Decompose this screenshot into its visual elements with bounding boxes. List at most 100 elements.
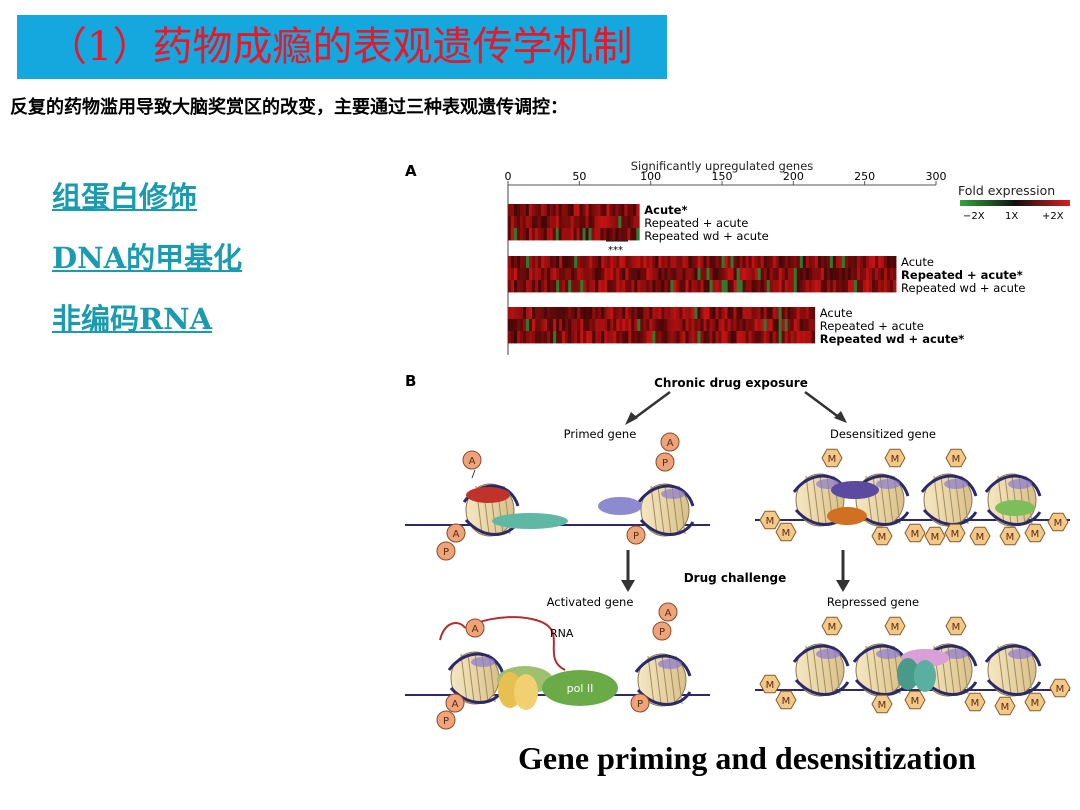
- heatmap-cell: [766, 331, 771, 344]
- heatmap-cell: [564, 216, 569, 229]
- heatmap-cell: [793, 319, 798, 332]
- heatmap-cell: [739, 331, 743, 344]
- heatmap-cell: [754, 268, 759, 281]
- heatmap-cell: [769, 280, 774, 293]
- heatmap-cell: [585, 216, 589, 229]
- heatmap-cell: [844, 280, 849, 293]
- heatmap-cell: [520, 319, 524, 332]
- heatmap-cell: [519, 216, 524, 229]
- heatmap-cell: [805, 319, 810, 332]
- heatmap-cell: [526, 268, 530, 281]
- nucleosome-stripe: [460, 653, 468, 703]
- nucleosome-stripe: [933, 475, 941, 525]
- heatmap-cell: [630, 216, 634, 229]
- heatmap-cell: [793, 307, 798, 320]
- heatmap-cell: [573, 204, 578, 217]
- heatmap-cell: [760, 256, 765, 269]
- heatmap-cell: [763, 307, 768, 320]
- phospho-mark: [630, 693, 650, 713]
- heatmap-cell: [682, 319, 686, 332]
- heatmap-cell: [574, 268, 578, 281]
- heatmap-cell: [802, 331, 807, 344]
- heatmap-cell: [850, 268, 855, 281]
- heatmap-cell: [712, 319, 716, 332]
- heatmap-cell: [616, 319, 620, 332]
- heatmap-cell: [887, 280, 891, 293]
- heatmap-cell: [766, 307, 771, 320]
- heatmap-cell: [760, 268, 765, 281]
- heatmap-cell: [508, 216, 512, 229]
- heatmap-cell: [630, 204, 634, 217]
- heatmap-cell: [579, 228, 583, 241]
- nucleosome-stripe: [872, 475, 880, 525]
- heatmap-cell: [597, 204, 601, 217]
- heatmap-cell: [633, 204, 637, 217]
- heatmap-cell: [606, 228, 610, 241]
- heatmap-cell: [748, 331, 752, 344]
- heatmap-cell: [565, 319, 569, 332]
- heatmap-cell: [808, 331, 813, 344]
- row-label: Repeated wd + acute: [644, 229, 768, 243]
- heatmap-cell: [712, 256, 716, 269]
- heatmap-cell: [793, 331, 798, 344]
- heatmap-cell: [823, 280, 828, 293]
- heatmap-cell: [793, 268, 798, 281]
- link-histone-modification[interactable]: 组蛋白修饰: [52, 180, 198, 214]
- link-dna-methylation[interactable]: DNA的甲基化: [52, 241, 243, 275]
- heatmap-cell: [567, 204, 572, 217]
- heatmap-cell: [724, 280, 728, 293]
- heatmap-cell: [616, 307, 620, 320]
- heatmap-cell: [528, 228, 533, 241]
- heatmap-cell: [874, 280, 879, 293]
- heatmap-cell: [568, 280, 572, 293]
- topic-links: 组蛋白修饰 DNA的甲基化 非编码RNA: [52, 180, 242, 363]
- heatmap-cell: [610, 331, 614, 344]
- heatmap-cell: [556, 331, 560, 344]
- mark-label: M: [878, 700, 887, 711]
- heatmap-cell: [790, 280, 795, 293]
- heatmap-cell: [610, 268, 614, 281]
- heatmap-cell: [661, 256, 665, 269]
- heatmap-cell: [682, 307, 686, 320]
- heatmap-cell: [649, 280, 653, 293]
- heatmap-cell: [733, 331, 737, 344]
- heatmap-cell: [612, 216, 616, 229]
- heatmap-cell: [658, 331, 662, 344]
- heatmap-cell: [616, 280, 620, 293]
- heatmap-cell: [706, 280, 710, 293]
- heatmap-cell: [604, 307, 608, 320]
- heatmap-cell: [685, 319, 689, 332]
- heatmap-cell: [742, 280, 747, 293]
- heatmap-cell: [607, 280, 611, 293]
- panel-b-letter: B: [405, 372, 416, 390]
- heatmap-cell: [652, 319, 656, 332]
- heatmap-cell: [802, 256, 807, 269]
- heatmap-cell: [751, 319, 755, 332]
- heatmap-cell: [516, 228, 521, 241]
- heatmap-cell: [586, 319, 590, 332]
- heatmap-cell: [522, 228, 527, 241]
- link-noncoding-rna[interactable]: 非编码RNA: [52, 302, 213, 336]
- heatmap-cell: [640, 256, 644, 269]
- heatmap-cell: [570, 216, 575, 229]
- heatmap-cell: [543, 228, 548, 241]
- heatmap-cell: [529, 307, 533, 320]
- heatmap-cell: [592, 280, 596, 293]
- heatmap-cell: [871, 256, 876, 269]
- heatmap-cell: [763, 319, 768, 332]
- heatmap-cell: [628, 307, 632, 320]
- heatmap-cell: [823, 268, 828, 281]
- heatmap-cell: [884, 256, 888, 269]
- heatmap-cell: [571, 319, 575, 332]
- heatmap-cell: [685, 256, 689, 269]
- heatmap-cell: [526, 319, 530, 332]
- heatmap-cell: [760, 280, 765, 293]
- heatmap-cell: [616, 268, 620, 281]
- protein-teal: [914, 660, 936, 692]
- heatmap-cell: [881, 256, 885, 269]
- mark-label: P: [633, 531, 639, 542]
- heatmap-cell: [712, 268, 716, 281]
- heatmap-cell: [607, 256, 611, 269]
- heatmap-cell: [871, 268, 876, 281]
- nucleosome-stripe: [812, 645, 820, 695]
